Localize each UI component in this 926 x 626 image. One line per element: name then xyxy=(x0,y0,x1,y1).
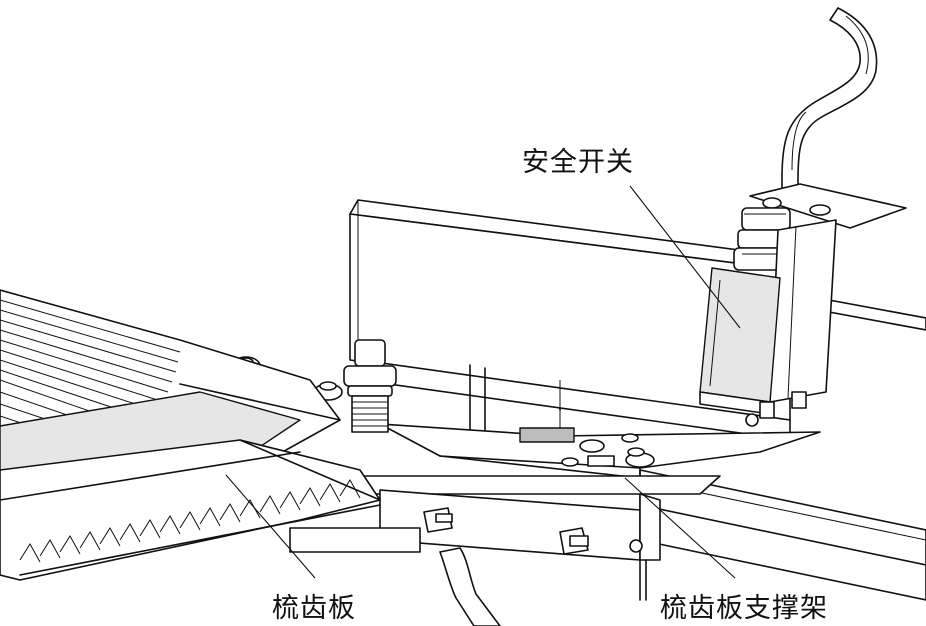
label-comb-plate: 梳齿板 xyxy=(272,593,356,624)
comb-teeth xyxy=(19,479,361,563)
plate-bolts xyxy=(561,433,655,468)
label-comb-plate-support: 梳齿板支撑架 xyxy=(660,593,828,624)
leader-comb-plate xyxy=(225,474,316,579)
comb-plate xyxy=(0,439,381,581)
label-safety-switch: 安全开关 xyxy=(522,147,634,178)
floor-plate xyxy=(0,289,341,471)
comb-plate-support xyxy=(289,475,721,626)
leader-safety-switch xyxy=(629,185,741,329)
safety-switch xyxy=(699,7,907,427)
mounting-plate xyxy=(379,423,821,479)
leader-comb-plate-support xyxy=(624,477,736,579)
